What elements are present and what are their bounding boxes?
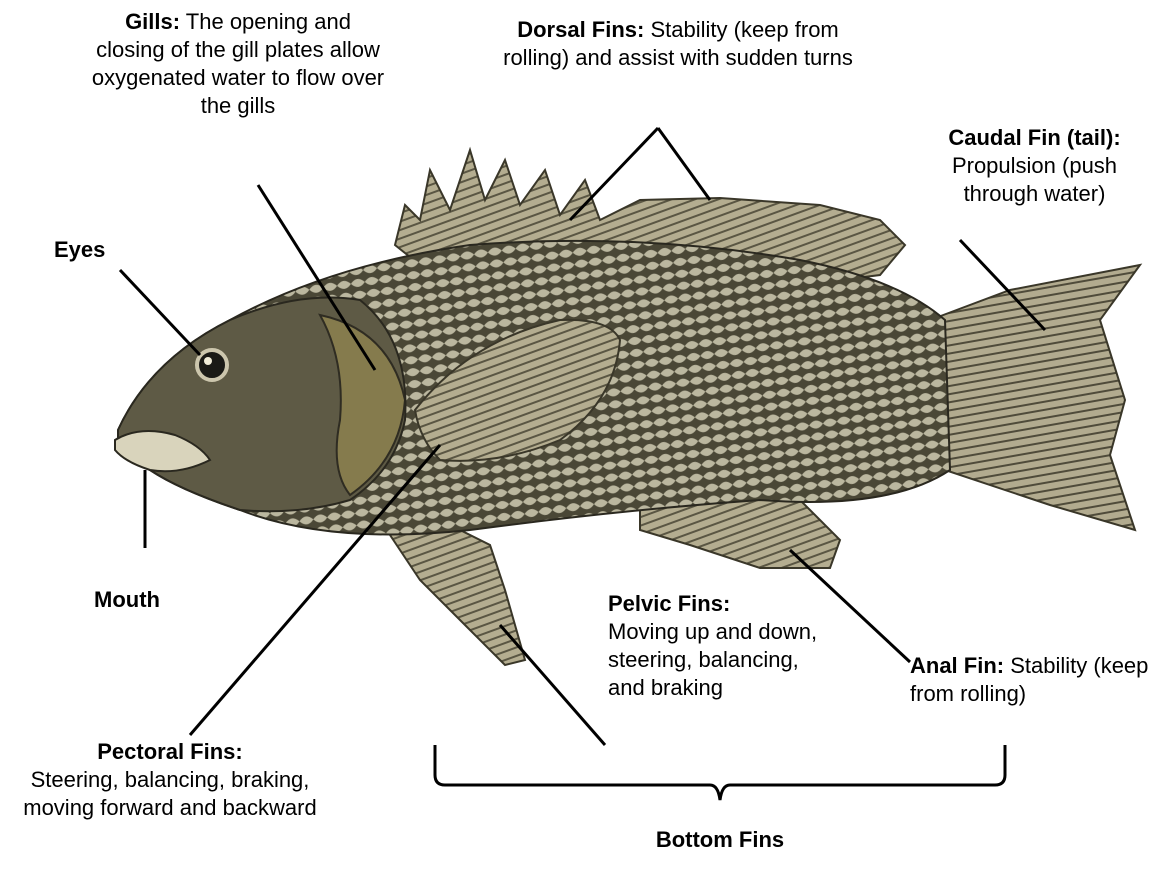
bottom-fins-label: Bottom Fins	[620, 826, 820, 854]
fish-eye	[197, 350, 227, 380]
caudal-label: Caudal Fin (tail): Propulsion (push thro…	[912, 124, 1157, 208]
pelvic-title: Pelvic Fins:	[608, 591, 730, 616]
eyes-pointer	[120, 270, 200, 355]
pelvic-label: Pelvic Fins: Moving up and down, steerin…	[608, 590, 828, 702]
caudal-text: Propulsion (push through water)	[952, 153, 1117, 206]
pelvic-pointer	[500, 625, 605, 745]
dorsal-pointer-right	[658, 128, 710, 200]
dorsal-title: Dorsal Fins:	[517, 17, 644, 42]
bottom-fins-bracket	[435, 745, 1005, 800]
anal-label: Anal Fin: Stability (keep from rolling)	[910, 652, 1150, 708]
pectoral-title: Pectoral Fins:	[97, 739, 242, 764]
caudal-title: Caudal Fin (tail):	[948, 125, 1120, 150]
gills-title: Gills:	[125, 9, 180, 34]
caudal-fin	[930, 265, 1140, 530]
pelvic-text: Moving up and down, steering, balancing,…	[608, 619, 817, 700]
mouth-title: Mouth	[94, 587, 160, 612]
pelvic-fin	[380, 520, 525, 665]
bottom-fins-title: Bottom Fins	[656, 827, 784, 852]
mouth-label: Mouth	[94, 586, 160, 614]
pectoral-text: Steering, balancing, braking, moving for…	[23, 767, 316, 820]
eyes-title: Eyes	[54, 237, 105, 262]
anal-title: Anal Fin:	[910, 653, 1004, 678]
gills-label: Gills: The opening and closing of the gi…	[88, 8, 388, 120]
pectoral-label: Pectoral Fins: Steering, balancing, brak…	[0, 738, 340, 822]
eyes-label: Eyes	[54, 236, 105, 264]
dorsal-label: Dorsal Fins: Stability (keep from rollin…	[488, 16, 868, 72]
